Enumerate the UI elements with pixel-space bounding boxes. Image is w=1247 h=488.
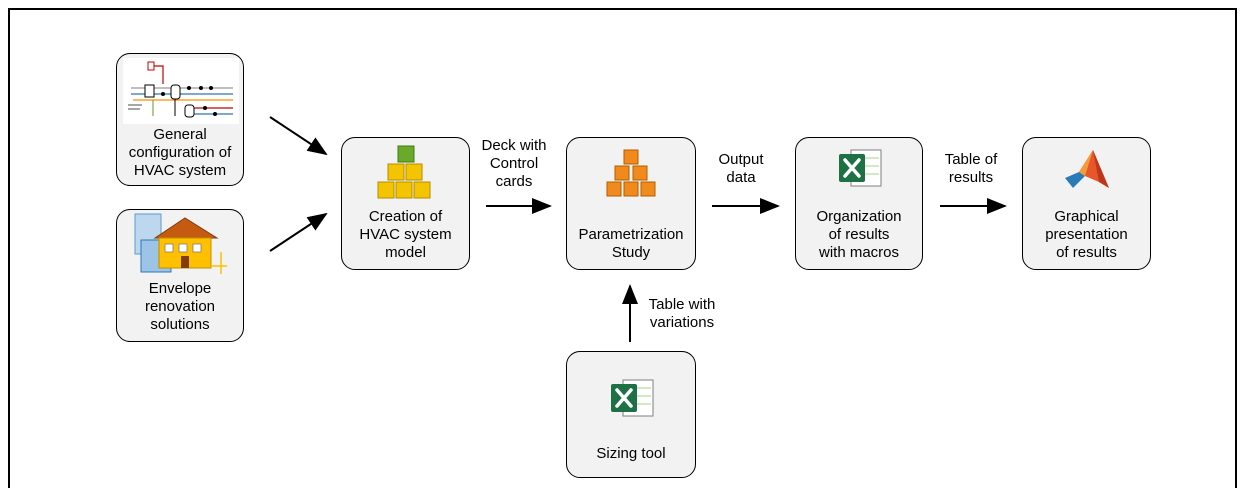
node-label: Graphical presentation of results	[1045, 208, 1128, 261]
excel-icon	[611, 379, 654, 417]
green-yellow-cubes-icon	[377, 145, 431, 199]
edge-label-output-data: Output data	[718, 151, 764, 186]
node-graphical-presentation: Graphical presentation of results	[1022, 137, 1151, 270]
edge-label-table-with-variations: Table with variations	[648, 296, 716, 331]
node-organization-results: Organization of results with macros	[795, 137, 923, 270]
node-hvac-configuration: General configuration of HVAC system	[116, 53, 244, 186]
house-envelope-icon	[134, 213, 227, 274]
node-label: General configuration of HVAC system	[128, 126, 232, 179]
node-label: Sizing tool	[596, 445, 666, 462]
orange-cubes-icon	[606, 149, 656, 197]
node-label: Envelope renovation solutions	[144, 280, 216, 333]
arrow-hvac-to-creation	[269, 116, 328, 156]
hvac-schematic-icon	[123, 58, 239, 124]
edge-label-deck-control-cards: Deck with Control cards	[481, 137, 547, 190]
node-creation-hvac-model: Creation of HVAC system model	[341, 137, 470, 270]
node-parametrization-study: Parametrization Study	[566, 137, 696, 270]
node-label: Organization of results with macros	[816, 208, 902, 261]
node-sizing-tool: Sizing tool	[566, 351, 696, 478]
arrow-envelope-to-creation	[269, 212, 328, 252]
edge-label-table-of-results: Table of results	[944, 151, 998, 186]
node-label: Creation of HVAC system model	[359, 208, 452, 261]
node-label: Parametrization Study	[578, 226, 684, 261]
diagram-frame	[8, 8, 1237, 488]
matlab-icon	[1065, 150, 1109, 188]
excel-icon	[839, 149, 882, 187]
node-envelope-renovation: Envelope renovation solutions	[116, 209, 244, 342]
